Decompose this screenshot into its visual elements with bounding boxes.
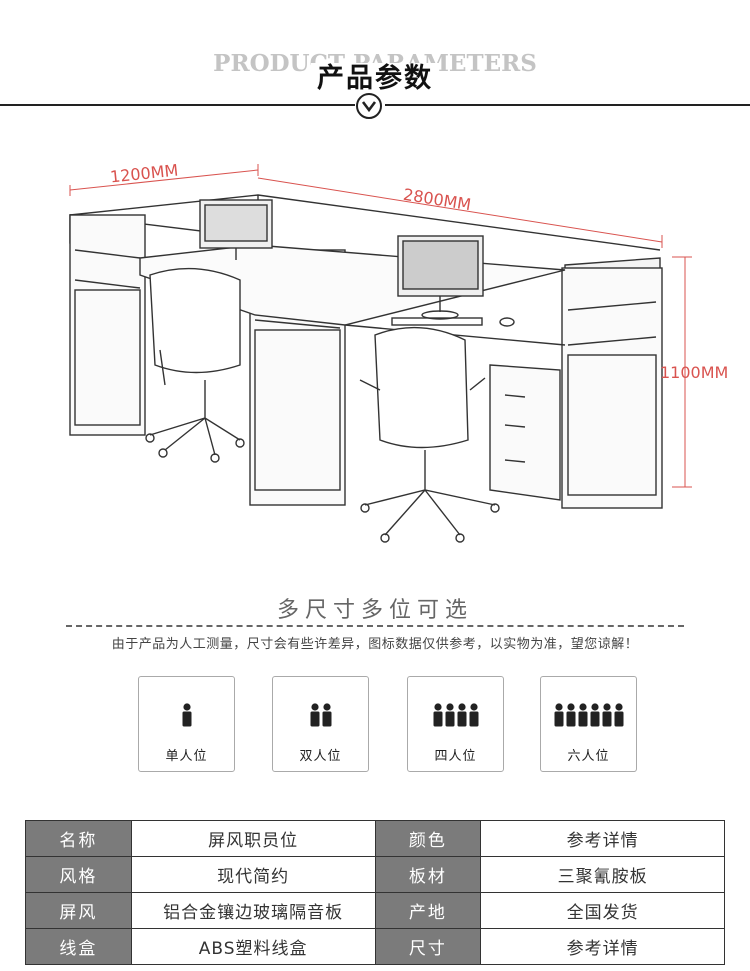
- table-row: 屏风 铝合金镶边玻璃隔音板 产地 全国发货: [25, 892, 725, 929]
- param-key: 尺寸: [374, 928, 482, 965]
- options-title: 多尺寸多位可选: [276, 598, 473, 623]
- measurement-note: 由于产品为人工测量，尺寸会有些许差异，图标数据仅供参考，以实物为准，望您谅解！: [111, 637, 639, 652]
- seat-option-single[interactable]: 单人位: [138, 676, 235, 772]
- header-divider-right: [385, 104, 750, 106]
- table-row: 线盒 ABS塑料线盒 尺寸 参考详情: [25, 928, 725, 965]
- param-value: 屏风职员位: [130, 820, 376, 857]
- param-value: 参考详情: [480, 820, 725, 857]
- header-divider-left: [0, 104, 355, 106]
- param-value: 三聚氰胺板: [480, 856, 725, 893]
- seat-option-label: 六人位: [567, 749, 610, 764]
- param-key: 颜色: [374, 820, 482, 857]
- param-value: 参考详情: [480, 928, 725, 965]
- person-icon-group: [541, 703, 636, 727]
- parameters-table: 名称 屏风职员位 颜色 参考详情 风格 现代简约 板材 三聚氰胺板 屏风 铝合金…: [25, 820, 725, 965]
- header-title-cn: 产品参数: [0, 56, 750, 95]
- seat-option-double[interactable]: 双人位: [272, 676, 369, 772]
- workstation-illustration: [69, 164, 692, 543]
- param-value: 现代简约: [130, 856, 376, 893]
- param-key: 线盒: [25, 928, 132, 965]
- param-key: 名称: [25, 820, 132, 857]
- param-key: 产地: [374, 892, 482, 929]
- param-value: 全国发货: [480, 892, 725, 929]
- param-key: 屏风: [25, 892, 132, 929]
- seat-option-six[interactable]: 六人位: [540, 676, 637, 772]
- dashed-divider: [66, 625, 684, 627]
- param-key: 板材: [374, 856, 482, 893]
- param-value: 铝合金镶边玻璃隔音板: [130, 892, 376, 929]
- dimension-height-label: 1100MM: [660, 363, 729, 382]
- table-row: 风格 现代简约 板材 三聚氰胺板: [25, 856, 725, 893]
- seat-option-label: 单人位: [165, 749, 208, 764]
- seat-option-four[interactable]: 四人位: [407, 676, 504, 772]
- seat-option-label: 四人位: [434, 749, 477, 764]
- seat-option-label: 双人位: [299, 749, 342, 764]
- header-title-cn-text: 产品参数: [311, 63, 439, 94]
- chevron-down-circle-icon: [356, 93, 382, 119]
- person-icon-group: [139, 703, 234, 727]
- param-value: ABS塑料线盒: [130, 928, 376, 965]
- person-icon-group: [408, 703, 503, 727]
- section-header: PRODUCT PARAMETERS 产品参数: [0, 0, 750, 125]
- person-icon-group: [273, 703, 368, 727]
- table-row: 名称 屏风职员位 颜色 参考详情: [25, 820, 725, 857]
- param-key: 风格: [25, 856, 132, 893]
- workstation-drawing: 1200MM 2800MM 1100MM: [0, 150, 750, 560]
